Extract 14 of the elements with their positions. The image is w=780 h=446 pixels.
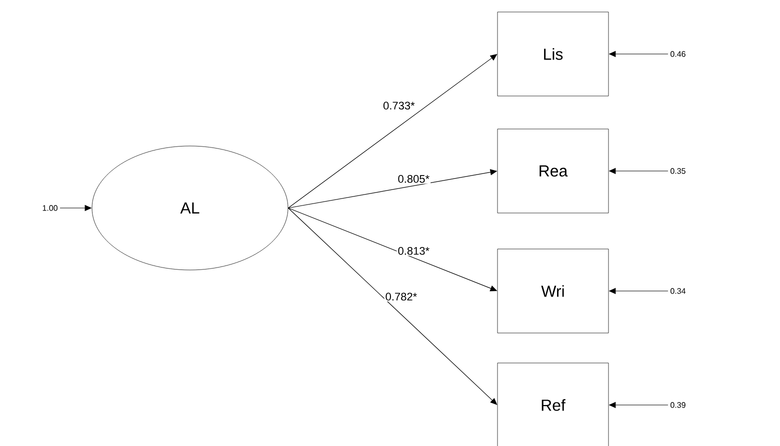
observed-box: Lis: [497, 12, 609, 96]
error-value: 1.00: [42, 205, 58, 211]
error-value: 0.46: [670, 51, 686, 57]
edge-label: 0.733*: [382, 100, 416, 111]
edge-label: 0.805*: [396, 174, 431, 184]
observed-box: Rea: [497, 128, 609, 214]
error-value: 0.34: [670, 288, 686, 294]
edge-label: 0.782*: [384, 292, 418, 302]
error-value: 0.35: [670, 168, 686, 174]
observed-box: Ref: [497, 362, 609, 446]
observed-box: Wri: [497, 248, 609, 334]
error-value: 0.39: [670, 402, 686, 408]
arrow: [288, 208, 498, 405]
edge-label: 0.813*: [396, 246, 431, 256]
